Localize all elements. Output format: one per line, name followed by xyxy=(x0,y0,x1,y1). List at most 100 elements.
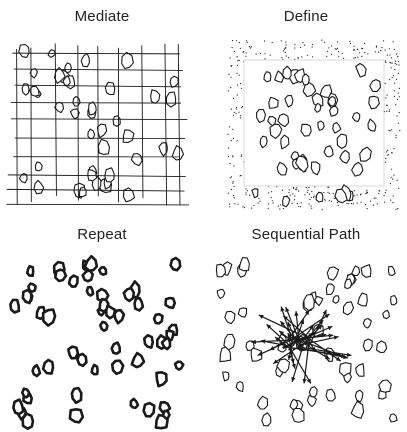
speckle-dot xyxy=(391,177,392,178)
stone-shape xyxy=(144,403,155,416)
speckle-dot xyxy=(296,189,297,190)
stone-shape xyxy=(166,92,175,107)
speckle-dot xyxy=(241,107,242,108)
speckle-dot xyxy=(385,192,386,193)
stone-shape xyxy=(318,121,324,130)
speckle-dot xyxy=(392,202,393,203)
stone-shape xyxy=(77,354,86,366)
stone-shape xyxy=(154,314,162,323)
speckle-dot xyxy=(378,52,379,53)
stone-shape xyxy=(238,308,246,317)
stone-shape xyxy=(343,302,353,315)
speckle-dot xyxy=(240,175,241,176)
speckle-dot xyxy=(357,57,358,58)
speckle-dot xyxy=(396,79,397,80)
stone-shape xyxy=(252,189,258,198)
stone-shape xyxy=(333,296,339,303)
speckle-dot xyxy=(337,202,338,203)
stone-shape xyxy=(217,289,225,298)
stone-shape xyxy=(172,146,183,160)
stone-shape xyxy=(390,414,398,422)
speckle-dot xyxy=(236,113,237,114)
speckle-dot xyxy=(374,198,375,199)
sequential-path-diagram xyxy=(204,254,407,430)
speckle-dot xyxy=(271,191,272,192)
speckle-dot xyxy=(294,47,295,48)
stone-shape xyxy=(89,102,97,115)
speckle-dot xyxy=(395,135,396,136)
speckle-dot xyxy=(245,56,246,57)
grid-line xyxy=(14,69,183,70)
speckle-dot xyxy=(302,42,303,43)
speckle-dot xyxy=(355,57,356,58)
speckle-dot xyxy=(398,61,399,62)
speckle-dot xyxy=(288,192,289,193)
stone-shape xyxy=(98,139,109,154)
speckle-dot xyxy=(240,83,241,84)
speckle-dot xyxy=(278,206,279,207)
speckle-dot xyxy=(246,40,247,41)
speckle-dot xyxy=(314,196,315,197)
speckle-dot xyxy=(298,206,299,207)
speckle-dot xyxy=(391,152,392,153)
speckle-dot xyxy=(232,155,233,156)
speckle-dot xyxy=(324,42,325,43)
speckle-dot xyxy=(296,187,297,188)
speckle-dot xyxy=(331,54,332,55)
stone-shape xyxy=(352,266,360,276)
stone-shape xyxy=(302,74,309,85)
speckle-dot xyxy=(245,192,246,193)
speckle-dot xyxy=(233,181,234,182)
speckle-dot xyxy=(249,195,250,196)
speckle-dot xyxy=(242,206,243,207)
speckle-dot xyxy=(228,148,229,149)
stone-shape xyxy=(358,293,368,306)
speckle-dot xyxy=(228,74,229,75)
speckle-dot xyxy=(357,194,358,195)
stone-shape xyxy=(327,267,338,280)
speckle-dot xyxy=(395,209,396,210)
panel-sequential-path: Sequential Path xyxy=(204,218,407,432)
stone-shape xyxy=(370,80,381,92)
stone-shape xyxy=(281,135,289,149)
speckle-dot xyxy=(229,204,230,205)
stone-shape xyxy=(112,343,120,354)
speckle-dot xyxy=(260,53,261,54)
speckle-dot xyxy=(391,67,392,68)
stone-shape xyxy=(277,162,287,175)
grid-line xyxy=(178,44,180,205)
speckle-dot xyxy=(231,65,232,66)
speckle-dot xyxy=(390,183,391,184)
speckle-dot xyxy=(350,43,351,44)
speckle-dot xyxy=(343,58,344,59)
repeat-diagram xyxy=(0,254,204,430)
speckle-dot xyxy=(389,109,390,110)
speckle-dot xyxy=(236,73,237,74)
grid-line xyxy=(78,45,79,200)
speckle-dot xyxy=(380,50,381,51)
speckle-dot xyxy=(333,193,334,194)
speckle-dot xyxy=(389,54,390,55)
speckle-dot xyxy=(359,52,360,53)
speckle-dot xyxy=(361,56,362,57)
grid-line xyxy=(11,103,181,104)
speckle-dot xyxy=(237,85,238,86)
speckle-dot xyxy=(398,73,399,74)
stone-shape xyxy=(13,400,23,415)
speckle-dot xyxy=(232,129,233,130)
stone-shape xyxy=(115,310,124,323)
speckle-dot xyxy=(385,158,386,159)
speckle-dot xyxy=(286,55,287,56)
speckle-dot xyxy=(376,47,377,48)
speckle-dot xyxy=(389,130,390,131)
speckle-dot xyxy=(394,148,395,149)
stone-shape xyxy=(239,258,249,271)
speckle-dot xyxy=(353,58,354,59)
speckle-dot xyxy=(311,206,312,207)
stone-shape xyxy=(361,265,371,278)
speckle-dot xyxy=(375,51,376,52)
speckle-dot xyxy=(237,140,238,141)
speckle-dot xyxy=(391,57,392,58)
stone-shape xyxy=(355,390,363,402)
speckle-dot xyxy=(399,96,400,97)
